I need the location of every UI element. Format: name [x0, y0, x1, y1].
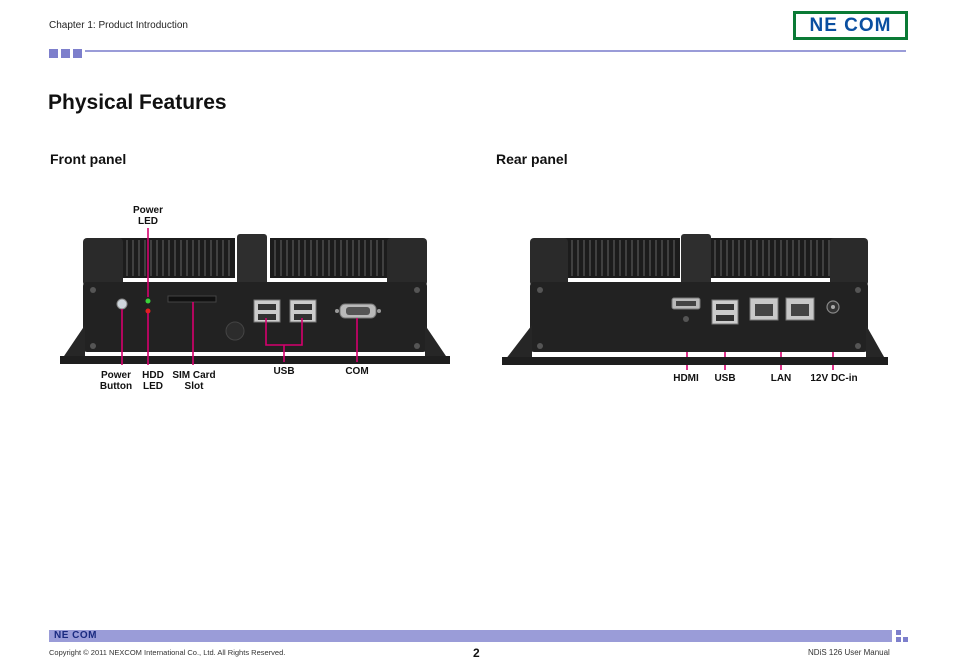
footer-bar — [49, 630, 892, 642]
front-panel-image — [55, 230, 455, 370]
header-square-2 — [61, 49, 70, 58]
footer-square-1 — [896, 630, 901, 635]
header-rule — [85, 50, 906, 52]
power-button-label: Power Button — [99, 370, 133, 392]
hdmi-label: HDMI — [673, 373, 699, 384]
footer-square-3 — [903, 637, 908, 642]
page-title: Physical Features — [48, 91, 227, 114]
com-label: COM — [345, 366, 369, 377]
chapter-title: Chapter 1: Product Introduction — [49, 20, 188, 31]
nexcom-logo: NE COM — [793, 11, 908, 40]
rear-panel-image — [500, 230, 890, 370]
copyright-text: Copyright © 2011 NEXCOM International Co… — [49, 648, 286, 657]
page-number: 2 — [473, 646, 480, 660]
header-square-1 — [49, 49, 58, 58]
manual-title: NDiS 126 User Manual — [808, 648, 890, 657]
hdd-led-label: HDD LED — [142, 370, 164, 392]
logo-text: NE COM — [809, 15, 892, 36]
dc-in-label: 12V DC-in — [810, 373, 858, 384]
rear-panel-heading: Rear panel — [496, 151, 568, 167]
lan-label: LAN — [770, 373, 792, 384]
footer-logo: NE COM — [54, 630, 97, 641]
sim-card-slot-label: SIM Card Slot — [172, 370, 216, 392]
rear-usb-label: USB — [714, 373, 736, 384]
footer-square-2 — [896, 637, 901, 642]
front-usb-label: USB — [273, 366, 295, 377]
power-led-label: Power LED — [132, 205, 163, 227]
front-panel-heading: Front panel — [50, 151, 127, 167]
header-square-3 — [73, 49, 82, 58]
